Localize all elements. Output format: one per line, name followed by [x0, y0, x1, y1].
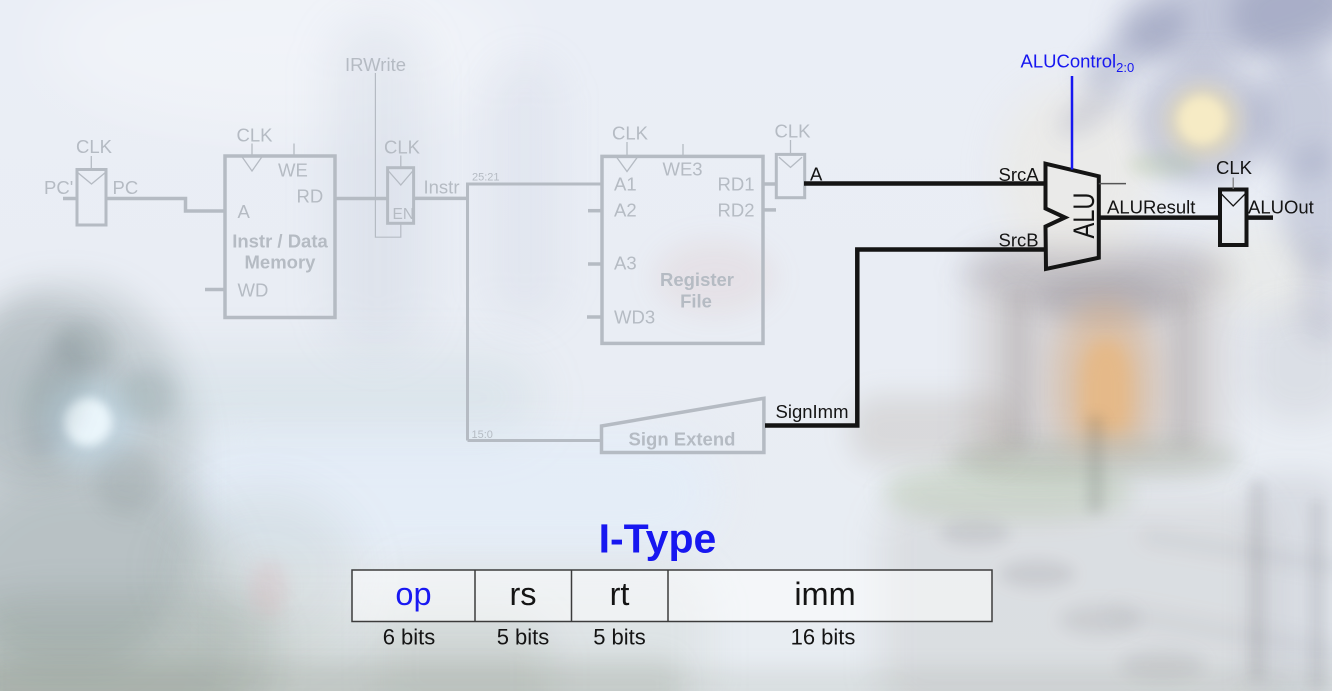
svg-text:16 bits: 16 bits [791, 625, 856, 650]
svg-text:25:21: 25:21 [472, 172, 500, 184]
svg-text:ALUResult: ALUResult [1107, 197, 1195, 218]
svg-text:Instr: Instr [424, 177, 460, 198]
svg-text:WE3: WE3 [663, 159, 703, 180]
svg-text:CLK: CLK [76, 136, 113, 157]
svg-text:WE: WE [278, 160, 308, 181]
svg-text:PC: PC [113, 177, 139, 198]
svg-text:RD1: RD1 [718, 174, 755, 195]
svg-text:ALU: ALU [1068, 193, 1101, 239]
svg-text:Instr / Data: Instr / Data [232, 231, 328, 252]
svg-text:CLK: CLK [775, 121, 812, 142]
svg-text:rs: rs [509, 576, 536, 612]
svg-text:CLK: CLK [1216, 157, 1253, 178]
svg-text:I-Type: I-Type [599, 516, 717, 562]
svg-text:CLK: CLK [237, 125, 274, 146]
svg-text:File: File [680, 291, 712, 312]
svg-text:A2: A2 [614, 200, 637, 221]
svg-text:6 bits: 6 bits [383, 625, 436, 650]
svg-text:Memory: Memory [245, 252, 317, 273]
svg-text:A3: A3 [614, 253, 637, 274]
svg-text:rt: rt [610, 576, 630, 612]
svg-text:WD: WD [238, 280, 269, 301]
svg-text:RD: RD [297, 186, 324, 207]
svg-text:CLK: CLK [384, 137, 421, 158]
svg-text:SignImm: SignImm [776, 401, 849, 422]
svg-text:PC': PC' [44, 177, 73, 198]
svg-text:5 bits: 5 bits [497, 625, 550, 650]
svg-text:CLK: CLK [612, 123, 649, 144]
svg-text:ALUControl2:0: ALUControl2:0 [1021, 51, 1135, 76]
svg-text:15:0: 15:0 [472, 429, 493, 441]
svg-text:ALUOut: ALUOut [1248, 197, 1314, 218]
svg-text:SrcB: SrcB [999, 230, 1039, 251]
svg-text:A1: A1 [614, 174, 637, 195]
svg-text:EN: EN [393, 206, 415, 223]
svg-text:IRWrite: IRWrite [345, 54, 406, 75]
svg-text:SrcA: SrcA [999, 164, 1040, 185]
svg-text:A: A [810, 164, 823, 185]
svg-text:5 bits: 5 bits [593, 625, 646, 650]
svg-text:Sign Extend: Sign Extend [629, 429, 736, 450]
svg-text:op: op [395, 576, 431, 612]
svg-text:RD2: RD2 [718, 200, 755, 221]
svg-text:A: A [238, 201, 251, 222]
svg-text:imm: imm [794, 576, 855, 612]
svg-text:Register: Register [660, 269, 734, 290]
svg-text:WD3: WD3 [614, 307, 655, 328]
